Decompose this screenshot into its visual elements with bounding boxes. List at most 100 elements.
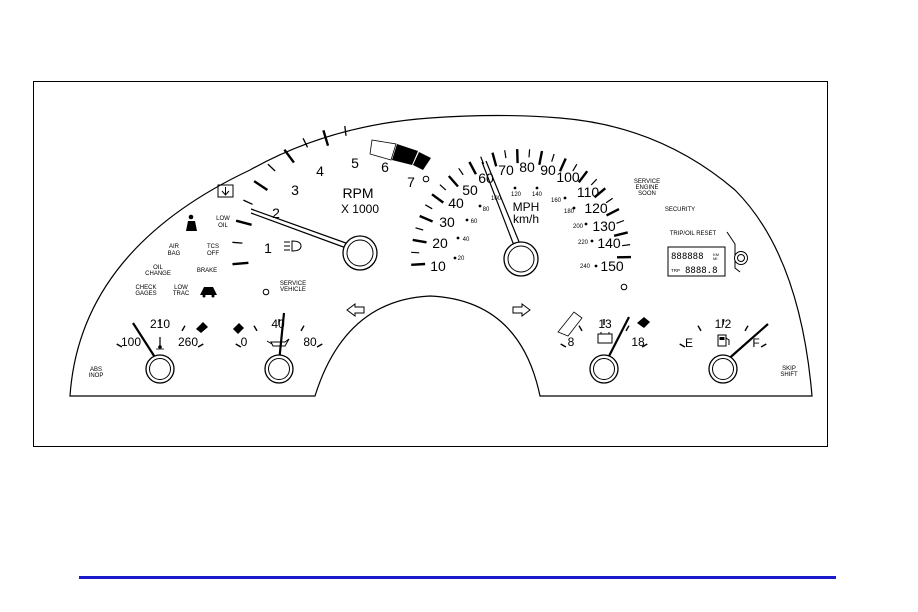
skip-shift-lamp: SKIP SHIFT: [780, 366, 798, 378]
gauge-tick: [679, 343, 686, 348]
speedo-kmh-label: km/h: [513, 212, 539, 226]
mph-number-30: 30: [439, 214, 455, 230]
oil-high: 80: [303, 335, 317, 349]
svg-text:BAG: BAG: [168, 251, 181, 257]
speedo-tick: [415, 227, 424, 231]
speedo-mph-label: MPH: [513, 200, 540, 214]
mph-number-20: 20: [432, 235, 448, 251]
volt-needle: [605, 316, 630, 363]
mph-number-70: 70: [498, 162, 514, 178]
kmh-number-40: 40: [463, 237, 470, 243]
svg-text:SKIP: SKIP: [782, 366, 796, 372]
odometer-unit-mi: MI: [713, 256, 717, 261]
tach-tick: [322, 129, 330, 147]
speedo-tick: [605, 197, 614, 204]
kmh-number-180: 180: [564, 209, 575, 215]
volt-warning-mark: [637, 317, 650, 328]
tach-tick: [302, 138, 309, 148]
mph-number-80: 80: [519, 159, 535, 175]
service-engine-soon-lamp: SERVICE ENGINE SOON: [634, 179, 660, 197]
trip-oil-reset-label: TRIP/OIL RESET: [670, 231, 717, 237]
speedo-tick: [622, 244, 631, 247]
kmh-number-160: 160: [551, 198, 562, 204]
speedo-tick: [551, 153, 555, 162]
mph-number-50: 50: [462, 182, 478, 198]
low-trac-lamp: LOW TRAC: [173, 285, 190, 297]
fuel-pump-icon: [717, 334, 730, 347]
speedo-tick: [480, 156, 485, 165]
svg-text:ABS: ABS: [90, 367, 102, 373]
headlamp-icon: [284, 240, 302, 252]
air-bag-lamp: AIR BAG: [168, 244, 181, 257]
speedo-tick: [458, 167, 464, 176]
kmh-number-200: 200: [573, 224, 584, 230]
temp-needle: [132, 322, 159, 363]
svg-text:TRAC: TRAC: [173, 291, 190, 297]
tach-tick: [243, 199, 253, 205]
trip-reset-knob[interactable]: [726, 231, 748, 273]
fuel-empty: E: [685, 336, 693, 350]
speedo-tick: [431, 193, 445, 204]
fuel-hub: [708, 354, 738, 384]
gauge-tick: [253, 325, 258, 332]
tach-hub: [342, 235, 378, 271]
speedo-tick: [528, 149, 531, 158]
gauge-tick: [181, 325, 186, 332]
gauge-tick: [560, 343, 567, 348]
speedo-tick: [439, 184, 447, 191]
kmh-dots: [453, 186, 598, 268]
speedo-needle: [481, 161, 519, 257]
tach-tick: [235, 219, 252, 226]
tach-number-6: 6: [381, 159, 389, 175]
temp-icon: [156, 337, 164, 350]
volt-low-warning-band: [557, 311, 583, 337]
temp-low: 100: [121, 335, 141, 349]
mph-number-120: 120: [584, 200, 608, 216]
tach-number-4: 4: [316, 163, 324, 179]
odometer-display: 888888 KM MI TRP 8888.8: [667, 246, 726, 277]
security-car-icon: [200, 287, 217, 298]
speedo-tick: [613, 231, 628, 237]
svg-text:VEHICLE: VEHICLE: [280, 287, 306, 293]
seatbelt-icon: [186, 214, 197, 231]
speedo-hub: [503, 241, 539, 277]
svg-text:LOW: LOW: [174, 285, 188, 291]
odometer-unit-km: KM: [713, 252, 719, 257]
diagram-frame: [33, 81, 828, 447]
tach-number-2: 2: [272, 205, 280, 221]
svg-text:SOON: SOON: [638, 191, 656, 197]
right-turn-signal-icon: [512, 303, 531, 317]
svg-text:SERVICE: SERVICE: [634, 179, 660, 185]
kmh-number-120: 120: [511, 192, 522, 198]
kmh-number-240: 240: [580, 264, 591, 270]
service-vehicle-lamp: SERVICE VEHICLE: [280, 281, 306, 293]
gauge-tick: [316, 343, 323, 348]
speedo-tick: [468, 161, 477, 175]
speedo-tick: [491, 152, 498, 167]
tachometer-ticks: [232, 125, 347, 266]
low-oil-lamp: LOW OIL: [216, 216, 230, 229]
low-oil-line2: OIL: [218, 223, 228, 229]
gauge-tick: [760, 343, 767, 348]
tach-multiplier: X 1000: [341, 202, 379, 216]
oil-change-lamp: OIL CHANGE: [145, 265, 171, 277]
tach-tick: [232, 241, 243, 244]
fuel-half: 1/2: [715, 317, 732, 331]
tach-tick: [267, 163, 276, 172]
speedo-tick: [590, 178, 598, 186]
speedo-tick: [616, 219, 625, 224]
mph-number-90: 90: [540, 162, 556, 178]
indicator-dot-icon: [620, 283, 628, 291]
trip-label: TRP: [671, 268, 680, 273]
tach-number-1: 1: [264, 240, 272, 256]
speedo-tick: [605, 208, 620, 217]
svg-text:CHANGE: CHANGE: [145, 271, 171, 277]
speedo-tick: [411, 262, 426, 266]
gauge-tick: [641, 343, 648, 348]
speedo-tick: [577, 170, 589, 184]
cruise-icon: [422, 175, 430, 183]
gauge-tick: [697, 325, 702, 332]
oil-can-icon: [266, 338, 290, 347]
svg-text:GAGES: GAGES: [135, 291, 156, 297]
